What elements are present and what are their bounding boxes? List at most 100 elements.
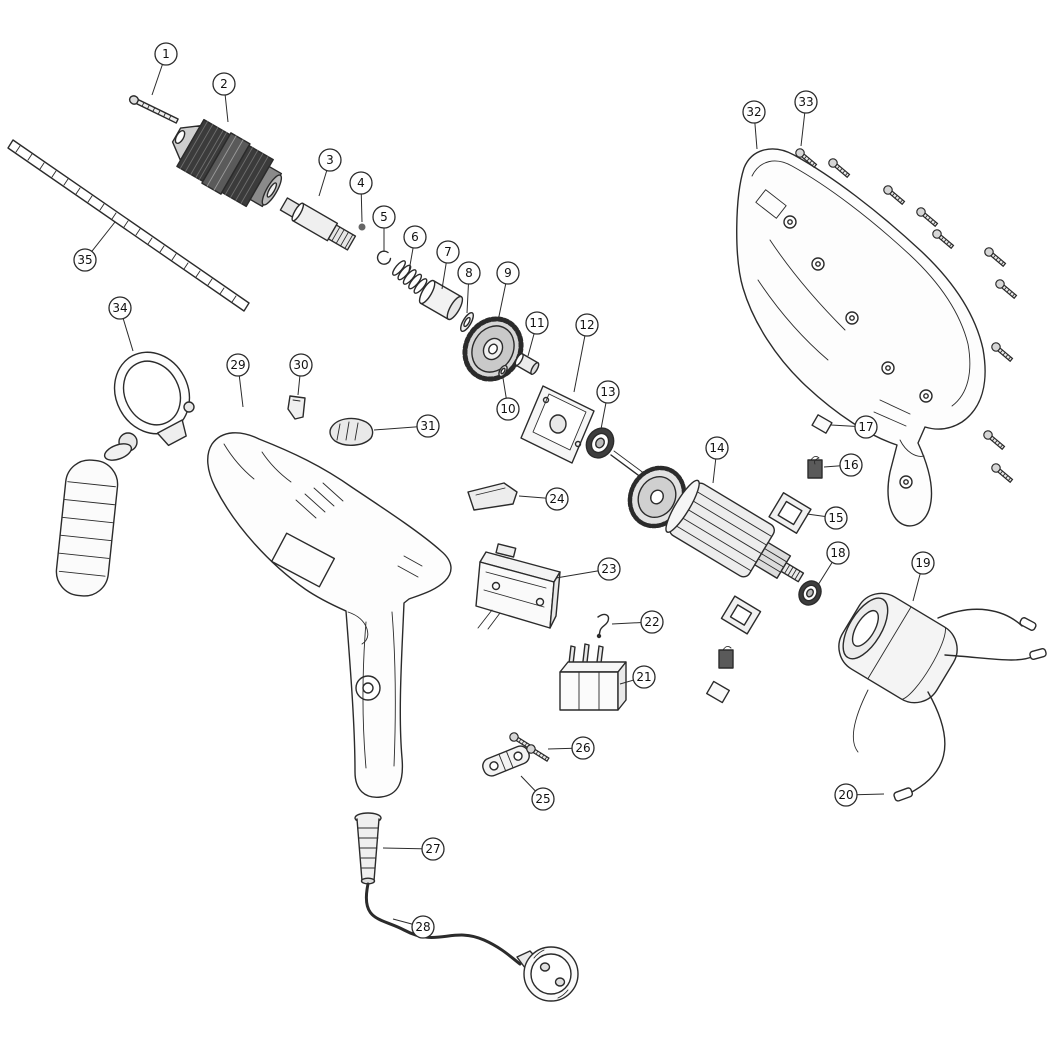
callout-15: 15	[806, 506, 848, 530]
pin-bushing	[514, 353, 540, 375]
callout-number: 9	[504, 266, 512, 280]
lock-button	[467, 482, 518, 511]
callout-number: 14	[709, 441, 724, 455]
callout-number: 17	[858, 420, 873, 434]
stator-wire-2	[944, 654, 1035, 661]
circlip	[376, 250, 392, 265]
handle-clamp-screw	[183, 401, 195, 413]
callout-number: 4	[357, 176, 365, 190]
callout-bubble	[826, 541, 850, 565]
callout-12: 12	[573, 313, 599, 393]
callout-bubble	[108, 296, 132, 320]
callout-number: 18	[830, 546, 845, 560]
housing-left-half	[207, 432, 452, 798]
stator	[838, 592, 1047, 802]
armature	[665, 479, 805, 583]
callout-bubble	[525, 311, 549, 335]
callout-bubble	[794, 90, 818, 114]
side-handle	[55, 351, 195, 597]
brush-cap	[811, 414, 833, 434]
callout-17: 17	[830, 415, 878, 439]
callout-bubble	[416, 414, 440, 438]
callout-number: 25	[535, 792, 550, 806]
wire-connector-2	[1029, 648, 1047, 660]
vent-slots	[295, 482, 344, 519]
callout-34: 34	[108, 296, 134, 352]
trigger-recess	[347, 611, 369, 645]
callout-29: 29	[226, 353, 250, 408]
stator-wire-1	[937, 608, 1023, 627]
callout-number: 33	[798, 95, 813, 109]
callout-bubble	[911, 551, 935, 575]
chuck-screw	[128, 95, 179, 124]
callout-bubble	[742, 100, 766, 124]
plug-pin-1	[539, 962, 551, 972]
spur-gear	[462, 316, 524, 382]
callout-33: 33	[794, 90, 818, 147]
callout-number: 30	[293, 358, 308, 372]
carbon-brush-2	[718, 645, 734, 669]
terminal-block	[559, 643, 627, 711]
housing-right-half	[736, 148, 986, 527]
callout-bubble	[640, 610, 664, 634]
callout-1: 1	[151, 42, 178, 96]
callout-number: 16	[843, 458, 858, 472]
callout-number: 28	[415, 920, 430, 934]
brush-holder-2	[720, 595, 762, 635]
callout-number: 23	[601, 562, 616, 576]
callout-bubble	[436, 240, 460, 264]
callout-number: 8	[465, 266, 473, 280]
switch-trigger	[495, 543, 517, 558]
callout-number: 21	[636, 670, 651, 684]
callout-20: 20	[834, 783, 885, 807]
callout-bubble	[824, 506, 848, 530]
callout-2: 2	[212, 72, 236, 123]
callout-4: 4	[349, 171, 373, 223]
callout-number: 26	[575, 741, 590, 755]
callout-number: 15	[828, 511, 843, 525]
callout-7: 7	[436, 240, 460, 290]
callout-bubble	[421, 837, 445, 861]
callout-bubble	[457, 261, 481, 285]
small-washer	[498, 364, 508, 378]
wire-clip	[596, 613, 610, 639]
callout-24: 24	[518, 487, 569, 511]
callout-bubble	[411, 915, 435, 939]
callout-bubble	[545, 487, 569, 511]
housing-screw	[881, 183, 907, 207]
slider-button	[329, 417, 374, 446]
callout-number: 32	[746, 105, 761, 119]
callout-bubble	[289, 353, 313, 377]
callout-number: 3	[326, 153, 334, 167]
wire-connector-1	[1019, 617, 1037, 631]
housing-screw	[930, 227, 956, 251]
chuck	[171, 118, 283, 208]
callout-28: 28	[392, 915, 435, 939]
switch	[475, 543, 561, 630]
depth-stop-rod	[7, 139, 250, 312]
callout-5: 5	[372, 205, 396, 251]
callout-number: 2	[220, 77, 228, 91]
callout-bubble	[154, 42, 178, 66]
callout-number: 12	[579, 318, 594, 332]
callout-number: 20	[838, 788, 853, 802]
callout-number: 10	[500, 402, 515, 416]
callout-35: 35	[73, 221, 116, 272]
housing-screw	[989, 340, 1015, 364]
housing-screw	[989, 461, 1015, 485]
callout-bubble	[597, 557, 621, 581]
label-plate	[270, 532, 336, 588]
callout-number: 5	[380, 210, 388, 224]
callout-31: 31	[373, 414, 440, 438]
callout-32: 32	[742, 100, 766, 150]
callout-16: 16	[823, 453, 863, 477]
callout-27: 27	[382, 837, 445, 861]
callout-bubble	[372, 205, 396, 229]
callout-25: 25	[520, 775, 555, 811]
callout-30: 30	[289, 353, 313, 396]
callout-13: 13	[596, 380, 620, 430]
callout-bubble	[73, 248, 97, 272]
